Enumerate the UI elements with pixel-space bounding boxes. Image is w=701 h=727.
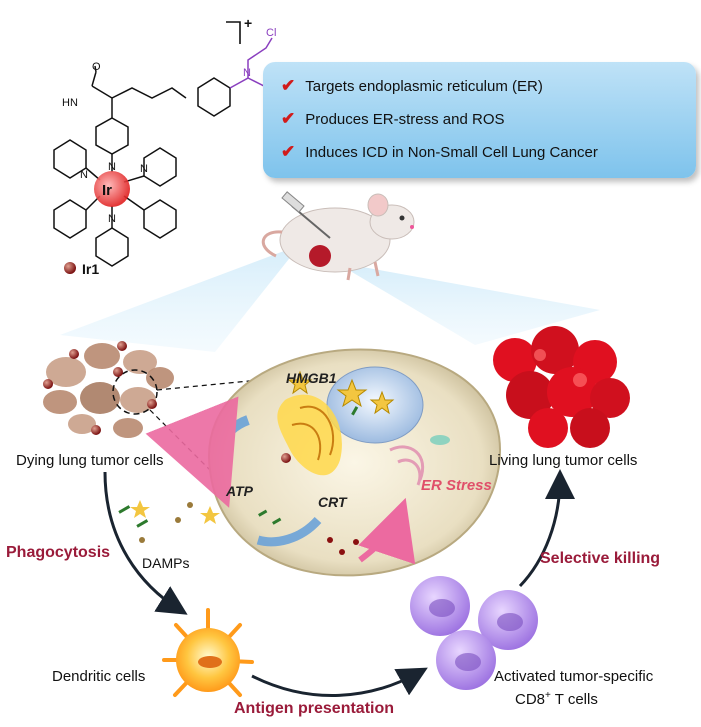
feature-text: Induces ICD in Non-Small Cell Lung Cance… [305, 144, 598, 161]
central-tumor-cell [145, 348, 502, 577]
label-er-stress: ER Stress [421, 477, 492, 494]
tcells-suffix: T cells [550, 691, 598, 708]
feature-item: ✔ Induces ICD in Non-Small Cell Lung Canc… [281, 142, 598, 162]
charge-bracket [226, 21, 241, 44]
feature-item: ✔ Targets endoplasmic reticulum (ER) [281, 76, 543, 96]
check-icon: ✔ [281, 142, 296, 161]
tcells-cd8-sup: + [545, 690, 551, 701]
dying-tumor-cells [43, 341, 174, 438]
label-hmgb1: HMGB1 [286, 370, 337, 386]
atom-n-amine: N [243, 67, 251, 79]
atom-n-2: N [80, 169, 88, 181]
ir1-marker-ball [64, 262, 76, 274]
check-icon: ✔ [281, 109, 296, 128]
check-icon: ✔ [281, 76, 296, 95]
ir1-label: Ir1 [82, 261, 99, 277]
dendritic-cell [162, 608, 254, 697]
arrow-phagocytosis [103, 471, 188, 615]
atom-n-4: N [108, 213, 116, 225]
atom-cl-1: Cl [266, 27, 276, 39]
label-atp: ATP [226, 483, 253, 499]
mouse-illustration [261, 191, 415, 281]
feature-text: Targets endoplasmic reticulum (ER) [305, 78, 543, 95]
charge-sign: + [244, 15, 252, 31]
t-cells [410, 576, 538, 690]
feature-item: ✔ Produces ER-stress and ROS [281, 109, 505, 129]
label-selective-killing: Selective killing [540, 550, 661, 567]
beam-left [60, 245, 300, 352]
atom-n-1: N [108, 161, 116, 173]
features-panel: ✔ Targets endoplasmic reticulum (ER) ✔ Pro… [263, 62, 696, 178]
label-dendritic-cells: Dendritic cells [52, 668, 146, 685]
label-crt: CRT [318, 494, 347, 510]
atom-hn: HN [62, 97, 78, 109]
label-phagocytosis: Phagocytosis [6, 544, 111, 561]
label-antigen-presentation: Antigen presentation [234, 700, 395, 717]
arrow-antigen-presentation [251, 667, 428, 697]
ir1-structure [53, 37, 283, 267]
label-dying-cells: Dying lung tumor cells [16, 452, 164, 469]
tcells-cd8: CD8 [515, 691, 546, 708]
living-tumor-cells [493, 326, 630, 448]
iridium-symbol: Ir [102, 182, 112, 199]
beam-right [335, 262, 600, 345]
iridium-center [94, 171, 130, 207]
label-tcells-line2: CD8+ T cells [515, 690, 598, 708]
label-tcells-line1: Activated tumor-specific [494, 668, 654, 685]
feature-text: Produces ER-stress and ROS [305, 111, 505, 128]
damps-particles [118, 500, 220, 543]
label-damps: DAMPs [142, 555, 190, 571]
label-living-cells: Living lung tumor cells [489, 452, 638, 469]
atom-o: O [92, 61, 101, 73]
arrow-selective-killing [518, 469, 575, 588]
atom-n-3: N [140, 163, 148, 175]
